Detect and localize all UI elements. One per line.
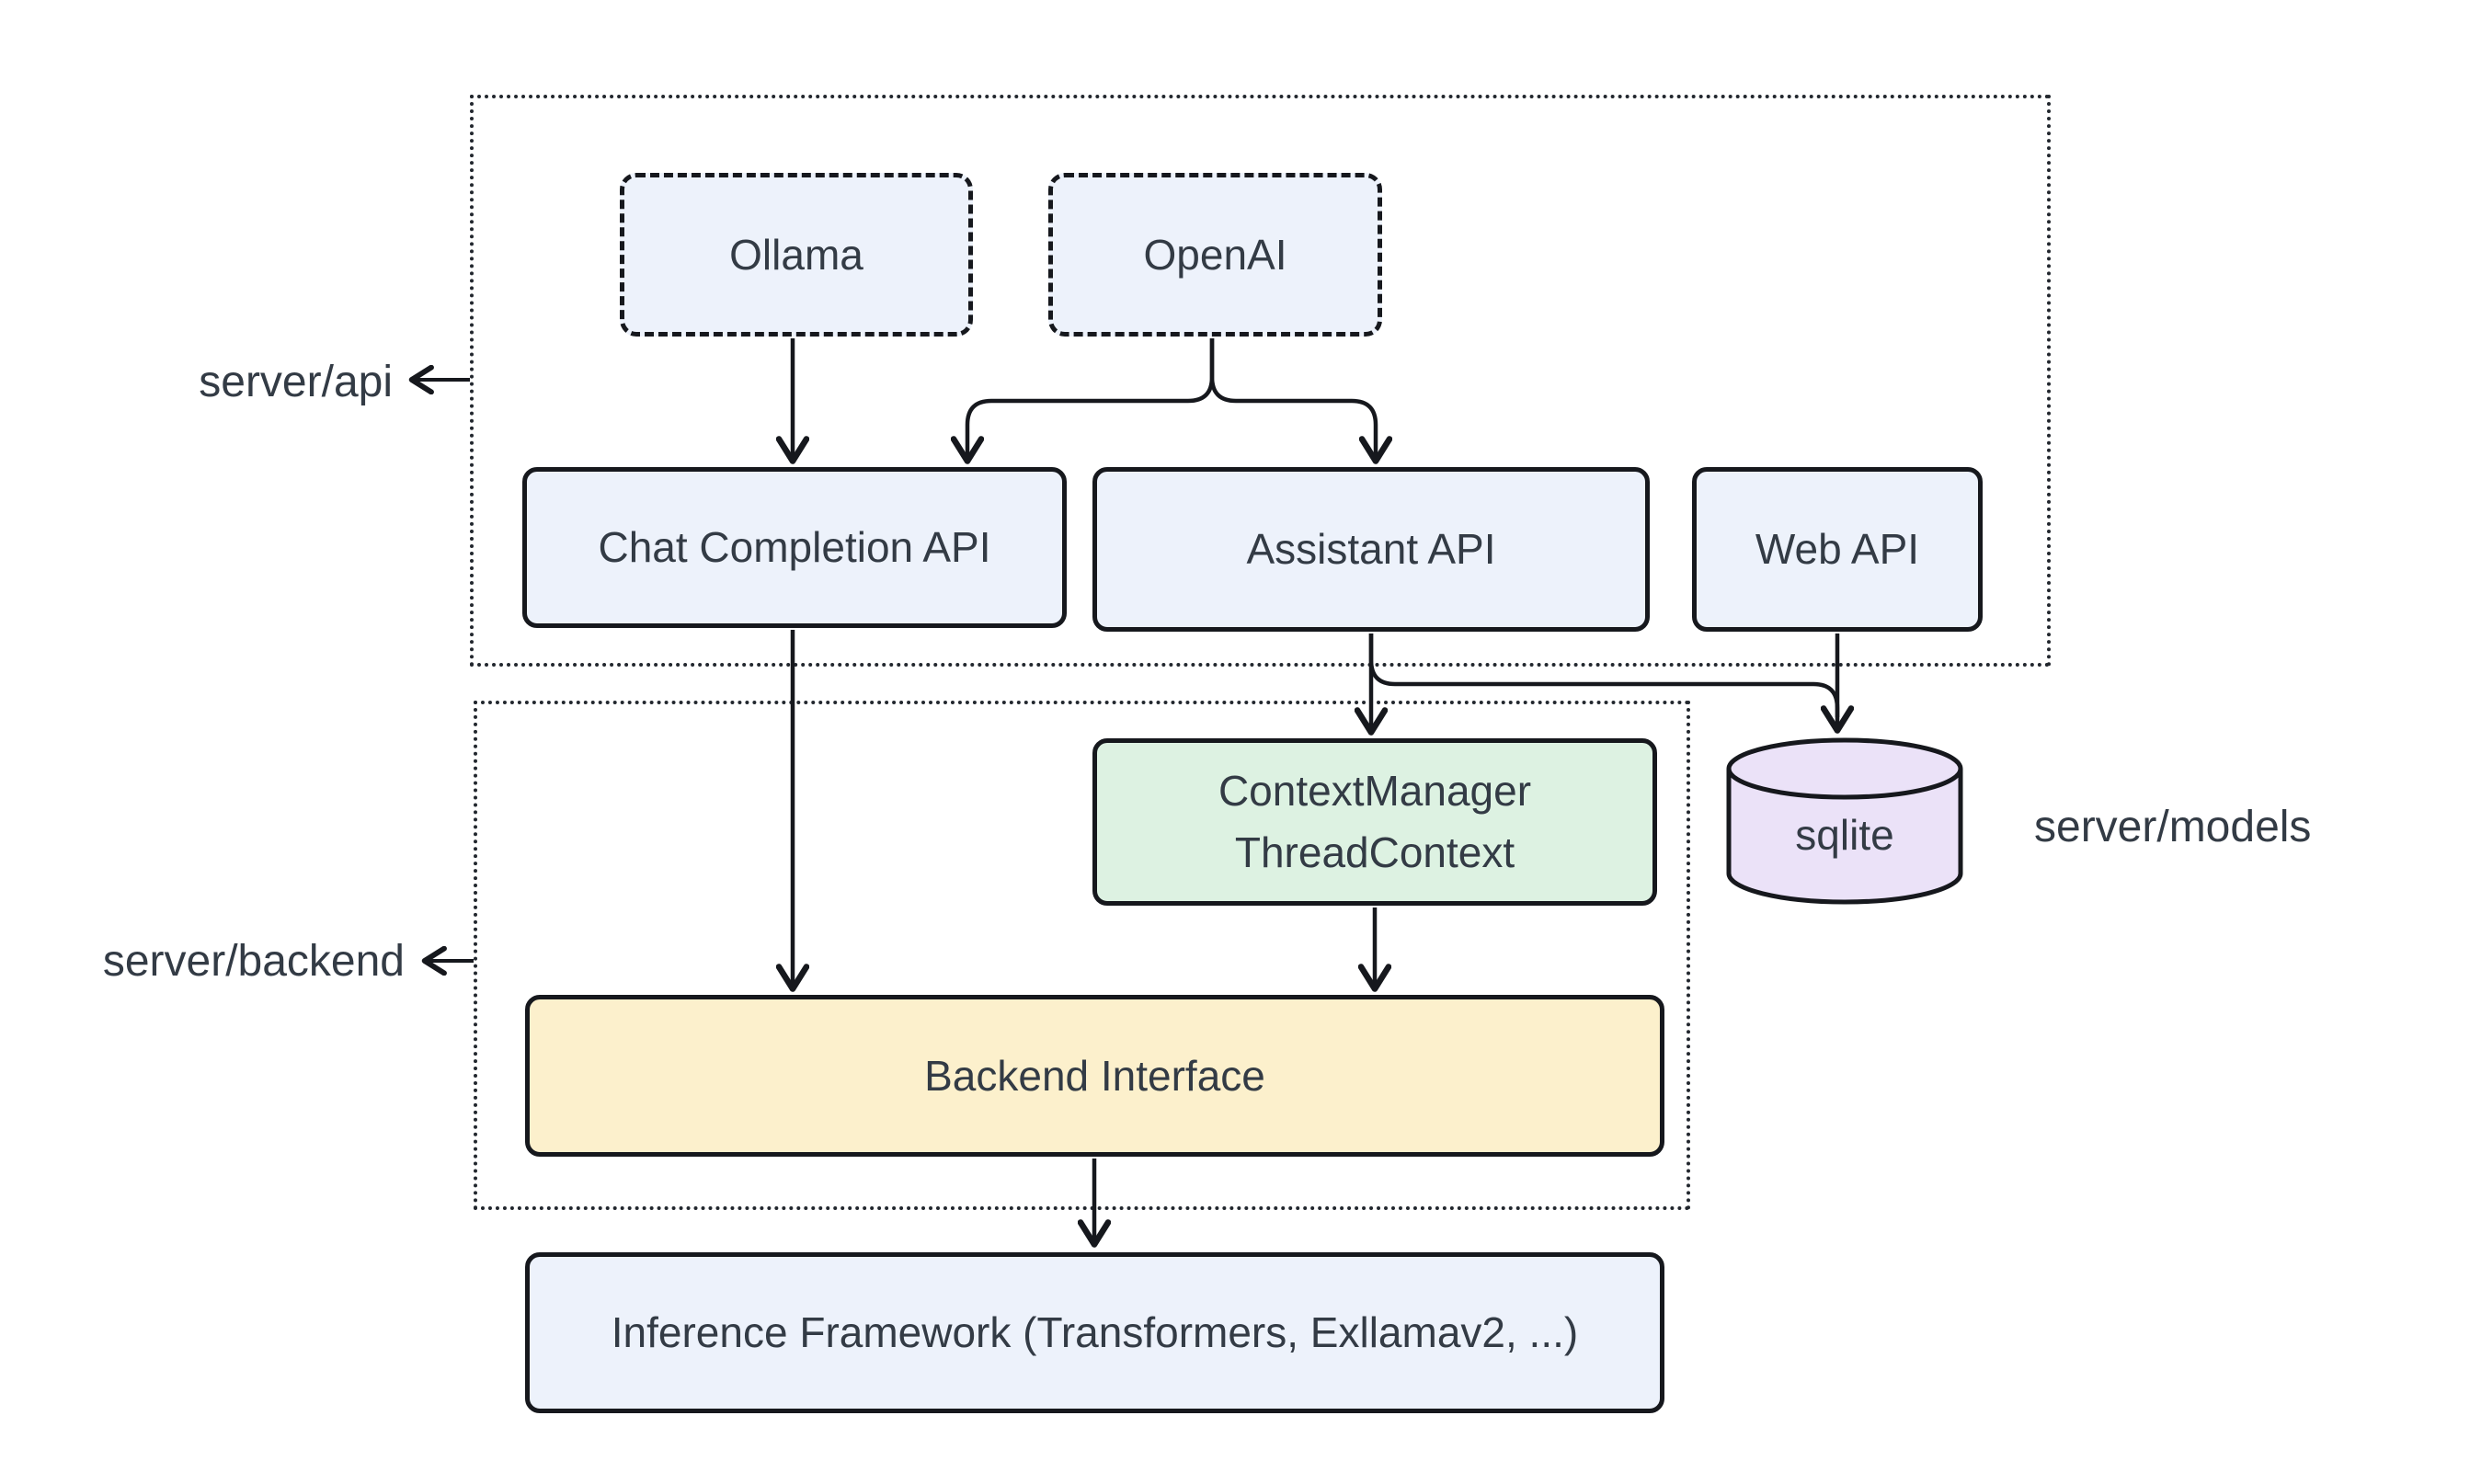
node-context-manager-line2: ThreadContext [1234, 828, 1515, 876]
label-server-models: server/models [2034, 803, 2312, 851]
node-chat-completion-api: Chat Completion API [522, 467, 1067, 628]
node-context-manager-line1: ContextManager [1218, 767, 1532, 816]
node-assistant-api: Assistant API [1092, 467, 1650, 632]
node-inference-framework-label: Inference Framework (Transformers, Exlla… [611, 1308, 1579, 1357]
cluster-server-api [470, 95, 2051, 667]
edge-openai-to-chat-completion [967, 338, 1215, 460]
sqlite-cylinder-rim [1726, 768, 1963, 800]
label-server-backend: server/backend [102, 937, 405, 986]
node-sqlite-label: sqlite [1795, 811, 1894, 859]
node-backend-interface: Backend Interface [525, 995, 1664, 1157]
node-context-manager: ContextManager ThreadContext [1092, 738, 1657, 906]
label-server-api: server/api [199, 358, 393, 406]
node-openai-label: OpenAI [1143, 230, 1287, 279]
node-backend-interface-label: Backend Interface [924, 1051, 1265, 1100]
node-web-api-label: Web API [1755, 525, 1920, 574]
node-web-api: Web API [1692, 467, 1983, 632]
node-assistant-api-label: Assistant API [1246, 525, 1496, 574]
node-inference-framework: Inference Framework (Transformers, Exlla… [525, 1252, 1664, 1413]
node-ollama-label: Ollama [729, 230, 863, 279]
sqlite-cylinder [1726, 737, 1963, 905]
edge-assistant-to-sqlite [1368, 634, 1840, 717]
node-chat-completion-api-label: Chat Completion API [598, 523, 991, 572]
edge-openai-to-assistant [1209, 338, 1376, 460]
cluster-server-backend [474, 701, 1690, 1210]
node-ollama: Ollama [620, 173, 973, 337]
node-openai: OpenAI [1048, 173, 1382, 337]
